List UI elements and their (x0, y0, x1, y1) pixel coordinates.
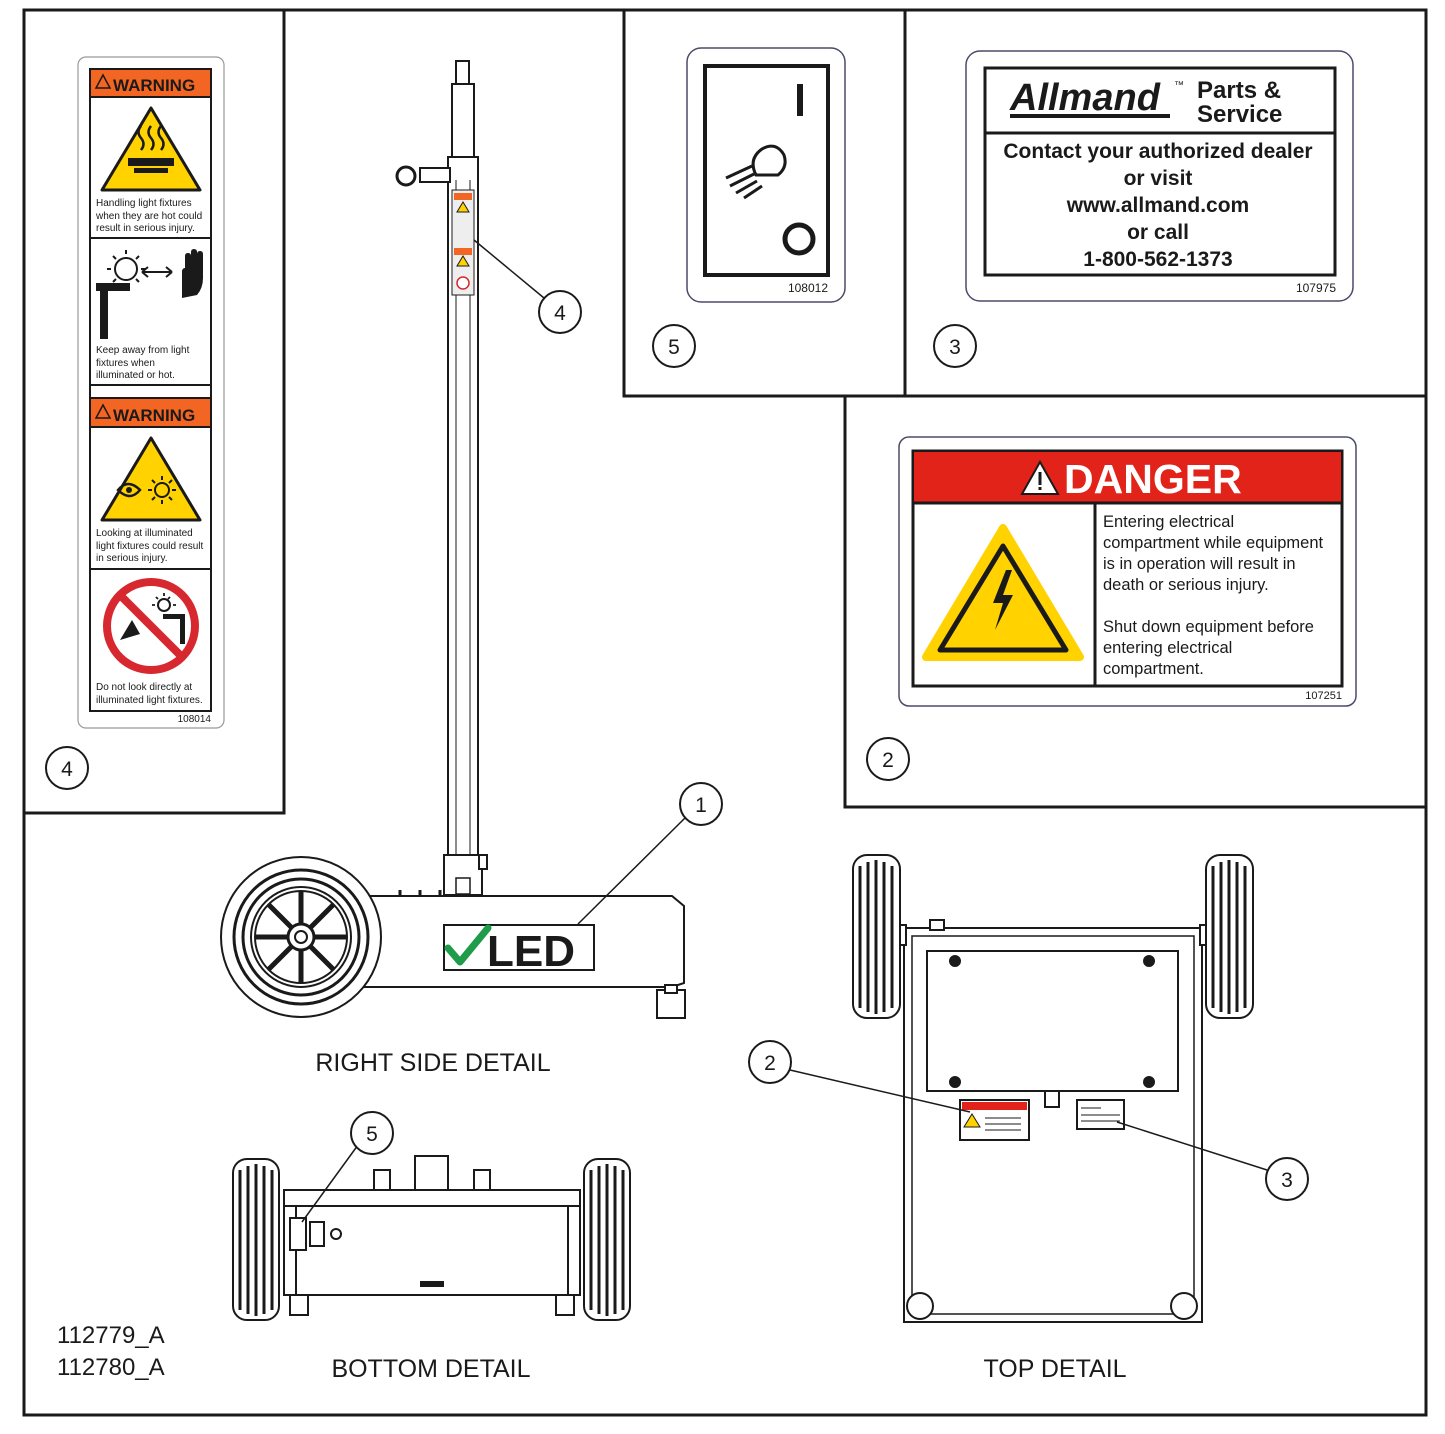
label-bottom: BOTTOM DETAIL (331, 1355, 530, 1383)
warning-word-2: WARNING (113, 406, 195, 425)
svg-text:4: 4 (554, 302, 566, 325)
contact-text: Contact your authorized dealer or visit … (1003, 140, 1312, 271)
callout-4-decal: 4 (45, 746, 89, 790)
warning-word-1: WARNING (113, 76, 195, 95)
decal4-panel2-text: Keep away from light fixtures when illum… (96, 345, 192, 381)
callout-3-decal: 3 (933, 324, 977, 368)
off-symbol (782, 222, 816, 256)
svg-text:or call: or call (1127, 221, 1189, 244)
parts-title-2: Service (1197, 101, 1282, 128)
svg-text:5: 5 (668, 336, 680, 359)
keep-away-icon (96, 249, 203, 339)
panel-decal-2 (843, 394, 1428, 809)
alert-icon (94, 73, 112, 89)
svg-text:www.allmand.com: www.allmand.com (1066, 194, 1249, 217)
svg-text:1: 1 (695, 794, 707, 817)
callout-2-top: 2 (748, 1040, 792, 1084)
callout-5-bottom: 5 (350, 1111, 394, 1155)
decal5-part-number: 108012 (788, 281, 828, 295)
decal-108012: 108012 (686, 47, 846, 303)
label-top: TOP DETAIL (983, 1355, 1126, 1383)
parts-title-1: Parts & (1197, 77, 1281, 104)
right-side-view (220, 60, 686, 1019)
no-look-prohibition-icon (103, 578, 199, 674)
svg-text:or visit: or visit (1124, 167, 1193, 190)
svg-text:compartment while equipment: compartment while equipment (1103, 534, 1324, 552)
check-icon (444, 924, 492, 966)
callout-1-led: 1 (679, 782, 723, 826)
svg-text:death or serious injury.: death or serious injury. (1103, 576, 1269, 594)
leader-lines (301, 239, 1268, 1223)
svg-text:1-800-562-1373: 1-800-562-1373 (1083, 248, 1232, 271)
svg-text:2: 2 (764, 1052, 776, 1075)
top-view (852, 854, 1254, 1323)
alert-icon (94, 403, 112, 419)
svg-text:2: 2 (882, 749, 894, 772)
decal-107975: Allmand ™ Parts & Service Contact your a… (965, 50, 1354, 302)
eye-light-hazard-icon (100, 436, 202, 522)
warning-header-1 (91, 70, 210, 97)
panel-decal-4 (22, 8, 286, 815)
trademark-symbol: ™ (1174, 80, 1184, 91)
decal-108014: WARNING Handling light fixtures when the… (77, 56, 225, 729)
led-text: LED (487, 927, 575, 976)
decal4-panel1-text: Handling light fixtures when they are ho… (95, 198, 205, 234)
label-right-side: RIGHT SIDE DETAIL (315, 1049, 550, 1077)
svg-text:112779_A: 112779_A (57, 1322, 165, 1349)
svg-text:3: 3 (1281, 1169, 1293, 1192)
decal4-panel4-text: Do not look directly at illuminated ligh… (96, 682, 203, 706)
allmand-logo: Allmand (1009, 77, 1161, 119)
drawing-numbers: 112779_A 112780_A (57, 1322, 165, 1381)
callout-5-decal: 5 (652, 324, 696, 368)
light-beam-icon (725, 144, 787, 200)
svg-text:5: 5 (366, 1123, 378, 1146)
danger-word: DANGER (1064, 456, 1242, 502)
svg-text:is in operation will result in: is in operation will result in (1103, 555, 1296, 573)
bottom-view (232, 1155, 631, 1321)
warning-header-2 (91, 399, 210, 427)
svg-text:entering electrical: entering electrical (1103, 639, 1232, 657)
callout-2-decal: 2 (866, 737, 910, 781)
svg-text:Contact your authorized dealer: Contact your authorized dealer (1003, 140, 1312, 163)
led-logo: LED (443, 924, 595, 976)
svg-text:3: 3 (949, 336, 961, 359)
decal4-part-number: 108014 (178, 714, 212, 725)
decal4-panel3-text: Looking at illuminated light fixtures co… (96, 528, 206, 564)
svg-text:4: 4 (61, 758, 73, 781)
callout-3-top: 3 (1265, 1157, 1309, 1201)
decal2-part-number: 107251 (1305, 690, 1342, 702)
decal3-part-number: 107975 (1296, 281, 1336, 295)
hot-surface-icon (100, 106, 202, 192)
on-symbol (797, 84, 803, 116)
svg-text:Entering electrical: Entering electrical (1103, 513, 1234, 531)
callout-4-tower: 4 (538, 290, 582, 334)
svg-text:compartment.: compartment. (1103, 660, 1204, 678)
electrical-hazard-icon (922, 524, 1084, 661)
danger-header (914, 452, 1341, 503)
decal-107251: DANGER Entering electrical compartment w… (898, 436, 1357, 707)
danger-text: Entering electrical compartment while eq… (1103, 513, 1324, 678)
alert-icon (1020, 459, 1060, 495)
svg-text:112780_A: 112780_A (57, 1354, 165, 1381)
svg-text:Shut down equipment before: Shut down equipment before (1103, 618, 1314, 636)
